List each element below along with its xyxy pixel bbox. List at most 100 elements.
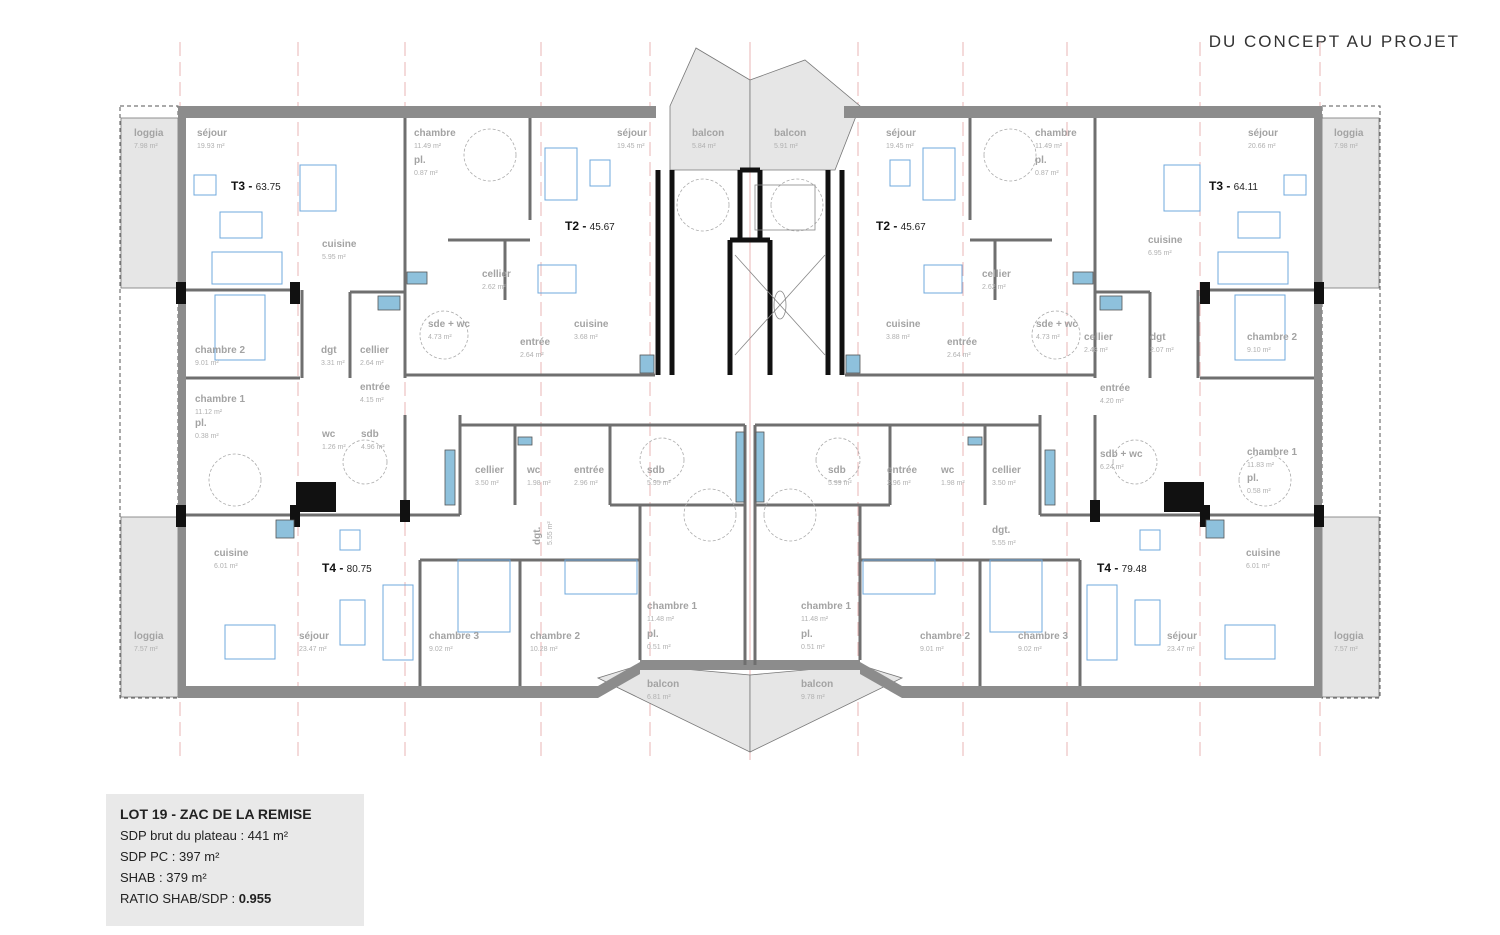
room-area: 2.96 m²	[574, 480, 598, 487]
room-label: pl.0.87 m²	[1035, 155, 1059, 177]
room-name: cellier	[475, 465, 504, 476]
room-area: 4.96 m²	[361, 444, 385, 451]
room-name: pl.	[195, 418, 207, 429]
room-label: sde + wc4.73 m²	[1036, 319, 1078, 341]
room-name: balcon	[774, 128, 806, 139]
apartment-area: 45.67	[901, 222, 926, 233]
room-area: 3.88 m²	[886, 334, 910, 341]
room-name: sdb	[647, 465, 665, 476]
room-label: chambre 2 9.10 m²	[1247, 332, 1297, 354]
room-area: 0.58 m²	[1247, 488, 1271, 495]
room-area: 1.26 m²	[322, 444, 346, 451]
room-name: séjour	[1167, 631, 1197, 642]
room-label: dgt.5.55 m²	[992, 525, 1016, 547]
room-area: 9.02 m²	[1018, 646, 1042, 653]
apartment-area: 45.67	[590, 222, 615, 233]
room-name: cellier	[1084, 332, 1113, 343]
room-area: 6.01 m²	[214, 563, 238, 570]
room-area: 9.10 m²	[1247, 347, 1271, 354]
room-area: 19.45 m²	[886, 143, 914, 150]
room-area: 4.73 m²	[1036, 334, 1060, 341]
apartment-label: T3 - 64.11	[1209, 179, 1258, 193]
room-area: 6.01 m²	[1246, 563, 1270, 570]
room-area: 3.68 m²	[574, 334, 598, 341]
room-area: 9.01 m²	[920, 646, 944, 653]
room-name: balcon	[647, 679, 679, 690]
room-label: chambre 111.48 m²	[647, 601, 697, 623]
room-name: séjour	[197, 128, 227, 139]
room-label: loggia 7.57 m²	[134, 631, 164, 653]
room-area: 6.95 m²	[1148, 250, 1172, 257]
shab: SHAB : 379 m²	[120, 870, 207, 885]
room-area: 19.93 m²	[197, 143, 225, 150]
room-name: chambre 2	[1247, 332, 1297, 343]
room-name: chambre 1	[647, 601, 697, 612]
room-area: 0.38 m²	[195, 433, 219, 440]
room-name: chambre 2	[195, 345, 245, 356]
apartment-type: T2 -	[565, 219, 590, 233]
room-name: pl.	[801, 629, 813, 640]
room-label: chambre 39.02 m²	[429, 631, 479, 653]
room-label: chambre 210.28 m²	[530, 631, 580, 653]
room-name: balcon	[692, 128, 724, 139]
room-name: chambre 1	[801, 601, 851, 612]
room-area: 7.57 m²	[134, 646, 158, 653]
room-area: 2.62 m²	[982, 284, 1006, 291]
room-label: chambre 39.02 m²	[1018, 631, 1068, 653]
apartment-area: 63.75	[256, 182, 281, 193]
room-name: sde + wc	[428, 319, 470, 330]
room-area: 7.98 m²	[1334, 143, 1358, 150]
room-name: dgt.	[532, 526, 543, 545]
room-area: 5.99 m²	[828, 480, 852, 487]
room-name: cellier	[992, 465, 1021, 476]
room-name: cuisine	[1148, 235, 1183, 246]
room-name: sdb	[361, 429, 379, 440]
apartment-area: 79.48	[1122, 564, 1147, 575]
project-title: LOT 19 - ZAC DE LA REMISE	[120, 806, 312, 822]
apartment-area: 80.75	[347, 564, 372, 575]
room-name: entrée	[887, 465, 917, 476]
room-area: 5.55 m²	[547, 521, 554, 545]
room-area: 11.49 m²	[1035, 143, 1063, 150]
room-name: balcon	[801, 679, 833, 690]
room-label: chambre 111.48 m²	[801, 601, 851, 623]
sdp-pc: SDP PC : 397 m²	[120, 849, 220, 864]
room-name: wc	[526, 465, 541, 476]
apartment-type: T4 -	[322, 561, 347, 575]
room-name: cuisine	[1246, 548, 1281, 559]
room-area: 0.51 m²	[647, 644, 671, 651]
room-area: 3.50 m²	[475, 480, 499, 487]
room-name: dgt	[321, 345, 337, 356]
room-area: 7.57 m²	[1334, 646, 1358, 653]
room-label: wc1.98 m²	[940, 465, 965, 487]
room-label: pl. 0.51 m²	[801, 629, 825, 651]
room-area: 2.64 m²	[360, 360, 384, 367]
room-label: wc1.26 m²	[321, 429, 346, 451]
apartment-type: T4 -	[1097, 561, 1122, 575]
apartment-type: T2 -	[876, 219, 901, 233]
room-name: cuisine	[214, 548, 249, 559]
terraces	[120, 47, 1380, 753]
apartment-area: 64.11	[1234, 182, 1259, 193]
room-area: 3.50 m²	[992, 480, 1016, 487]
room-name: loggia	[134, 631, 164, 642]
room-name: séjour	[617, 128, 647, 139]
room-area: 0.51 m²	[801, 644, 825, 651]
apartment-type: T3 -	[1209, 179, 1234, 193]
room-label: cuisine 6.01 m²	[214, 548, 249, 570]
room-label: wc1.98 m²	[526, 465, 551, 487]
